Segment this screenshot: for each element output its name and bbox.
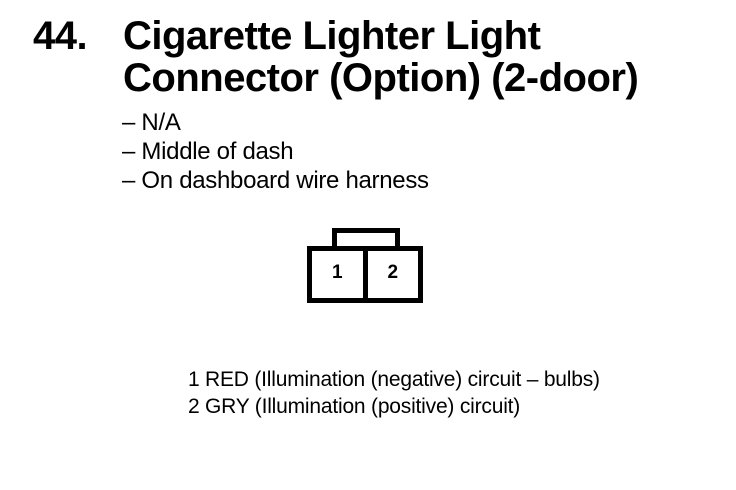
- section-number: 44.: [33, 14, 88, 58]
- detail-item-availability: – N/A: [122, 109, 181, 136]
- detail-item-harness: – On dashboard wire harness: [122, 167, 429, 194]
- pinout-row-2: 2 GRY (Illumination (positive) circuit): [188, 393, 600, 420]
- pinout-list: 1 RED (Illumination (negative) circuit –…: [188, 366, 600, 420]
- pinout-row-2-number: 2: [188, 395, 200, 418]
- connector-pin-2-cell: 2: [362, 251, 419, 298]
- connector-latch-tab: [332, 228, 400, 247]
- pinout-row-1-number: 1: [188, 368, 200, 391]
- pinout-row-2-description: GRY (Illumination (positive) circuit): [205, 395, 521, 418]
- connector-details-list: – N/A – Middle of dash – On dashboard wi…: [122, 108, 429, 195]
- section-title-line2: Connector (Option) (2-door): [123, 56, 639, 100]
- connector-pin-1-cell: 1: [331, 261, 343, 283]
- connector-body: 1 2: [307, 246, 423, 303]
- section-title: Cigarette Lighter Light Connector (Optio…: [123, 14, 639, 100]
- detail-item-location: – Middle of dash: [122, 138, 294, 165]
- pinout-row-1: 1 RED (Illumination (negative) circuit –…: [188, 366, 600, 393]
- pinout-row-1-description: RED (Illumination (negative) circuit – b…: [205, 368, 600, 391]
- section-title-line1: Cigarette Lighter Light: [123, 14, 541, 58]
